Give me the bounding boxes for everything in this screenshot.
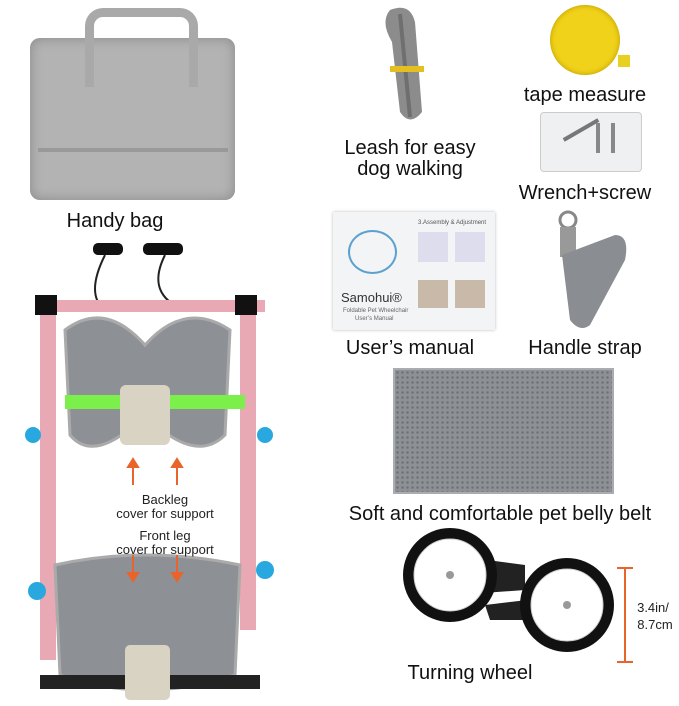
frontleg-label-line1: Front leg [139, 528, 191, 543]
belly-belt-image [393, 368, 614, 494]
handy-bag-label: Handy bag [66, 210, 164, 232]
handy-bag-image [30, 8, 235, 200]
turning-wheel-image [403, 528, 614, 652]
users-manual-image: 3.Assembly & Adjustment Samohui® Foldabl… [333, 212, 495, 330]
manual-doc: User’s Manual [355, 316, 394, 322]
wheelchair-image [25, 243, 274, 700]
wheel-size-cm: 8.7cm [637, 617, 673, 632]
tape-measure-label: tape measure [523, 84, 647, 106]
leash-label-line1: Leash for easy [344, 137, 476, 159]
belly-belt-label: Soft and comfortable pet belly belt [348, 503, 652, 525]
handle-strap-label: Handle strap [528, 337, 642, 359]
tape-measure-image [550, 5, 620, 75]
wheel-size-dimension-line [617, 567, 633, 663]
wrench-screw-image [540, 112, 642, 172]
handle-strap-image [558, 210, 627, 329]
wrench-screw-label: Wrench+screw [518, 182, 652, 204]
manual-brand: Samohui® [341, 290, 402, 305]
leash-image [385, 7, 424, 120]
turning-wheel-label: Turning wheel [407, 662, 533, 684]
backleg-label-line1: Backleg [141, 492, 189, 507]
manual-section: 3.Assembly & Adjustment [418, 220, 487, 226]
users-manual-label: User’s manual [345, 337, 475, 359]
leash-label-line2: dog walking [357, 158, 463, 180]
backleg-label-line2: cover for support [116, 506, 214, 521]
wheel-size-in: 3.4in/ [637, 600, 669, 615]
manual-subtitle: Foldable Pet Wheelchair [343, 308, 409, 314]
frontleg-label-line2: cover for support [116, 542, 214, 557]
